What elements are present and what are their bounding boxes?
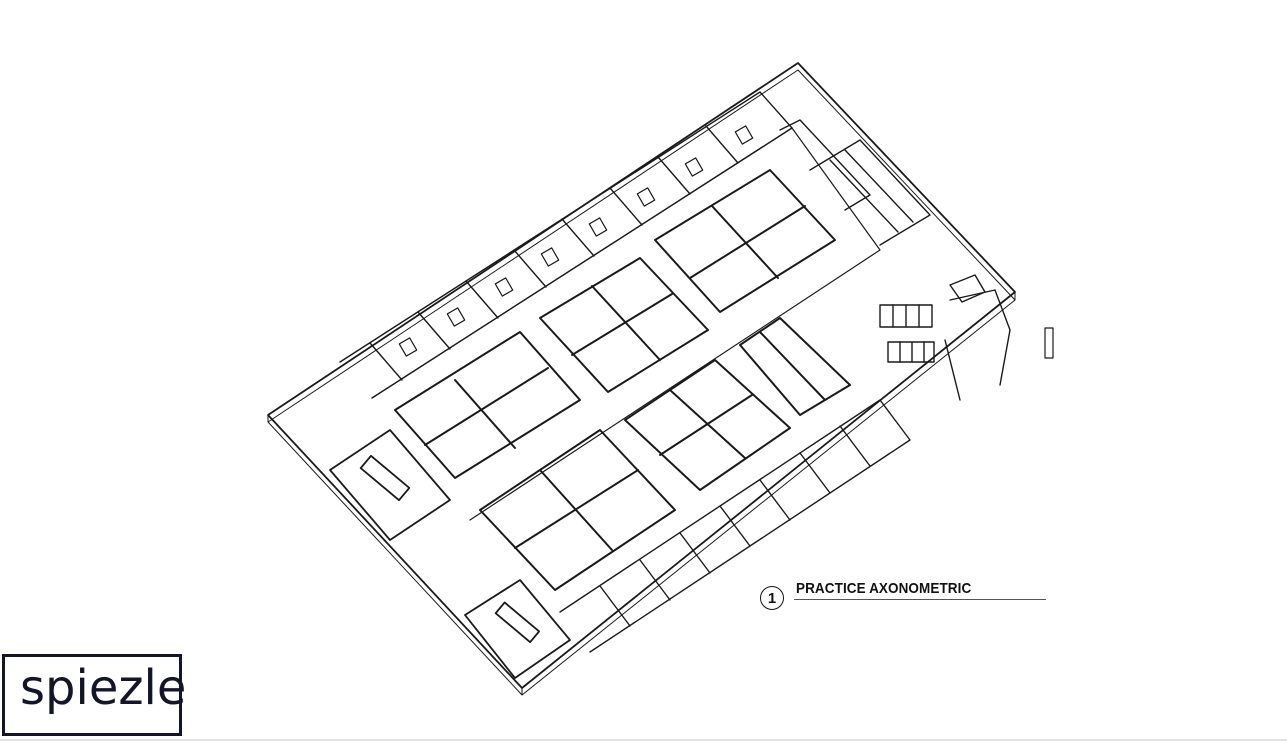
main-corridor [371, 127, 881, 521]
conference-room-1 [329, 429, 451, 541]
room-cluster-3 [654, 169, 836, 313]
entry-door [1044, 327, 1054, 359]
conference-room-2 [464, 579, 571, 679]
logo-wordmark: spiezle [20, 660, 187, 716]
service-rooms [779, 119, 931, 246]
room-cluster-4 [624, 359, 791, 491]
waiting-area [879, 274, 1011, 401]
outline-top-edge [267, 69, 1016, 423]
room-cluster-5 [479, 429, 676, 591]
front-row-offices [559, 399, 911, 653]
logo-frame [2, 654, 182, 736]
room-cluster-1 [394, 331, 581, 479]
company-logo: spiezle [0, 652, 240, 738]
room-cluster-6 [739, 317, 851, 416]
title-underline [794, 599, 1046, 600]
drawing-number: 1 [760, 586, 784, 610]
drawing-title: PRACTICE AXONOMETRIC [796, 580, 972, 597]
back-row-chairs [398, 125, 754, 357]
drawing-label: 1 PRACTICE AXONOMETRIC [760, 578, 1050, 618]
room-cluster-2 [539, 257, 709, 393]
bottom-divider [0, 739, 1287, 741]
